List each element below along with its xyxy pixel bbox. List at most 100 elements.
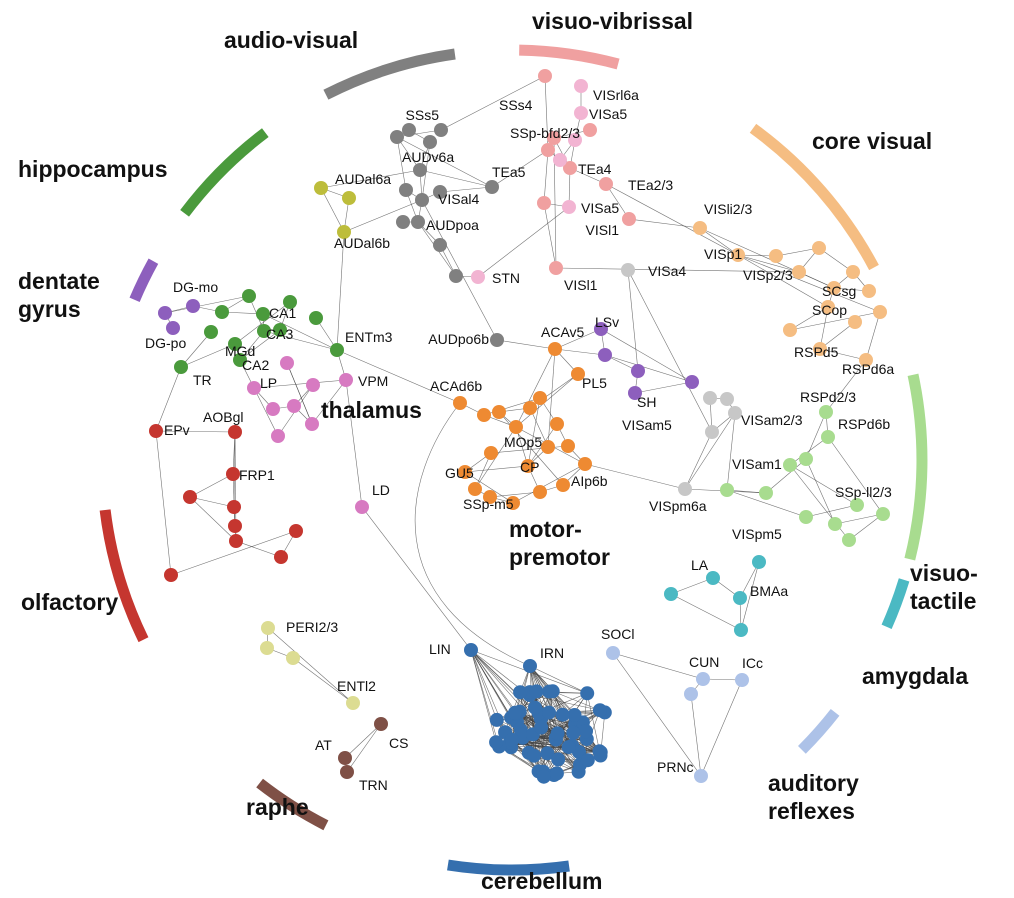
node-vv2 (547, 131, 561, 145)
visuo-vibrissal-label: visuo-vibrissal (532, 8, 693, 34)
node-irn (523, 659, 537, 673)
node-label: VISl1 (586, 222, 620, 238)
edge (515, 348, 556, 428)
edge (737, 254, 881, 313)
node-visa5b (562, 200, 576, 214)
node-frp1 (226, 467, 240, 481)
node-vt1 (720, 483, 734, 497)
node-label: VISa5 (581, 200, 619, 216)
cerebellum-node (489, 712, 504, 727)
node-lsv (594, 322, 608, 336)
node-label: AOBgl (203, 409, 243, 425)
node-label: TEa4 (578, 161, 612, 177)
node-entl2 (346, 696, 360, 710)
node-hp5 (204, 325, 218, 339)
node-hp1 (215, 305, 229, 319)
node-label: ACAd6b (430, 378, 482, 394)
node-rspd5 (813, 342, 827, 356)
node-pl5 (571, 367, 585, 381)
edge (439, 186, 493, 193)
node-th5 (306, 378, 320, 392)
node-label: AUDpoa (426, 217, 479, 233)
node-audpoa (411, 215, 425, 229)
node-audal6a (314, 181, 328, 195)
edge (552, 690, 600, 711)
cerebellum-node (551, 752, 566, 767)
group-label-layer: audio-visual visuo-vibrissal core visual hi… (18, 8, 978, 894)
node-label: ENTl2 (337, 678, 376, 694)
edge (496, 339, 556, 350)
cerebellum-arc (447, 859, 570, 876)
node-label: VISli2/3 (704, 201, 752, 217)
edge (726, 412, 736, 491)
node-label: SOCl (601, 626, 634, 642)
node-trn (340, 765, 354, 779)
node-ca1 (256, 307, 270, 321)
node-of2 (227, 500, 241, 514)
cerebellum-node (592, 703, 607, 718)
node-label: VISam2/3 (741, 412, 803, 428)
edge (700, 679, 743, 777)
auditory-reflexes-arc (797, 708, 840, 754)
edge (396, 129, 442, 138)
node-am2 (734, 623, 748, 637)
node-visal4 (415, 193, 429, 207)
node-label: SH (637, 394, 656, 410)
node-av3 (433, 185, 447, 199)
node-th4 (271, 429, 285, 443)
olfactory-label: olfactory (21, 589, 118, 615)
hippocampus-label: hippocampus (18, 156, 168, 182)
node-label: RSPd6b (838, 416, 890, 432)
edge (490, 445, 569, 454)
hippocampus-arc (180, 128, 269, 217)
edge (737, 254, 829, 308)
edge (239, 329, 281, 361)
node-label: AIp6b (571, 473, 608, 489)
node-visam5 (705, 425, 719, 439)
edge (470, 649, 497, 743)
node-label: ENTm3 (345, 329, 393, 345)
edge (155, 366, 182, 432)
node-vispm5 (799, 510, 813, 524)
node-mp5 (484, 446, 498, 460)
cerebellum-node (528, 700, 542, 715)
node-am1 (752, 555, 766, 569)
edge (344, 723, 382, 759)
audio-visual-label: audio-visual (224, 27, 358, 53)
amygdala-arc (881, 578, 910, 630)
edge (189, 496, 235, 508)
node-scsg (827, 281, 841, 295)
edge (396, 136, 407, 191)
node-label: SSp-m5 (463, 496, 514, 512)
node-th6 (280, 356, 294, 370)
node-label: IRN (540, 645, 564, 661)
node-label: CP (520, 459, 539, 475)
edge (555, 267, 800, 273)
edge (584, 463, 686, 490)
node-ls1 (598, 348, 612, 362)
node-av1 (390, 130, 404, 144)
node-ld (355, 500, 369, 514)
node-entm3 (330, 343, 344, 357)
node-label: CA1 (269, 305, 296, 321)
edge (634, 381, 693, 394)
node-cv4 (848, 315, 862, 329)
edge (789, 311, 881, 331)
edge (320, 187, 345, 233)
edge (789, 306, 829, 331)
edge (346, 723, 382, 773)
node-at (338, 751, 352, 765)
node-mp7 (483, 490, 497, 504)
cerebellum-node (540, 746, 555, 761)
core-visual-label: core visual (812, 128, 932, 154)
node-label: ICc (742, 655, 763, 671)
node-label: PERI2/3 (286, 619, 338, 635)
node-label: GU5 (445, 465, 474, 481)
node-cun (696, 672, 710, 686)
node-label: SSs4 (499, 97, 533, 113)
node-kh1 (260, 641, 274, 655)
node-th1 (266, 402, 280, 416)
node-vpm (339, 373, 353, 387)
node-label: VISpm5 (732, 526, 782, 542)
edge (464, 465, 529, 473)
